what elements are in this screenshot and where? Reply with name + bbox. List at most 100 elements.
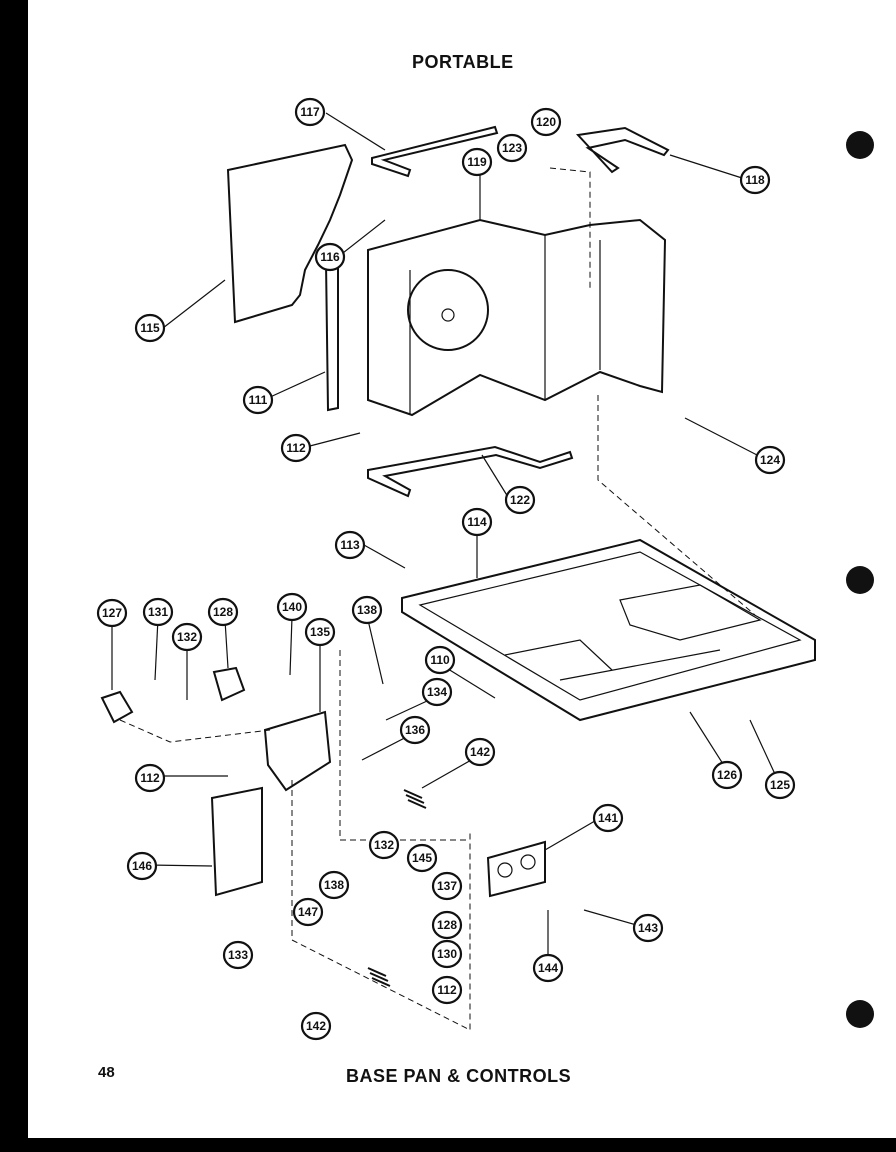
- callout-c146: 146: [126, 851, 158, 881]
- callout-c116: 116: [314, 242, 346, 272]
- bottom-bracket: [367, 445, 574, 498]
- callout-c126: 126: [711, 760, 743, 790]
- binder-hole-middle: [846, 566, 874, 594]
- blower-hub: [441, 308, 455, 322]
- callout-c141: 141: [592, 803, 624, 833]
- callout-c132b: 132: [368, 830, 400, 860]
- callout-label: 130: [437, 947, 457, 961]
- callout-label: 110: [430, 653, 450, 667]
- callout-c119: 119: [461, 147, 493, 177]
- callout-c132a: 132: [171, 622, 203, 652]
- gasket-strip: [324, 256, 339, 412]
- page-number: 48: [98, 1064, 115, 1081]
- callout-c145: 145: [406, 843, 438, 873]
- callout-c110: 110: [424, 645, 456, 675]
- callout-c135: 135: [304, 617, 336, 647]
- guide-line: [291, 780, 471, 1031]
- callout-label: 122: [510, 493, 530, 507]
- callout-c133: 133: [222, 940, 254, 970]
- callout-label: 133: [228, 948, 248, 962]
- callout-label: 112: [437, 983, 457, 997]
- callout-c142a: 142: [464, 737, 496, 767]
- page-title: PORTABLE: [412, 52, 514, 72]
- blower-scroll: [407, 269, 489, 351]
- callout-label: 144: [538, 961, 558, 975]
- control-panel-141: [486, 840, 546, 898]
- callout-label: 117: [300, 105, 320, 119]
- callout-label: 125: [770, 778, 790, 792]
- callout-c124: 124: [754, 445, 786, 475]
- callout-c122: 122: [504, 485, 536, 515]
- callout-label: 135: [310, 625, 330, 639]
- side-bracket: [575, 126, 670, 174]
- guide-line: [119, 719, 271, 743]
- callout-label: 124: [760, 453, 780, 467]
- callout-label: 120: [536, 115, 556, 129]
- callout-c143: 143: [632, 913, 664, 943]
- callout-c112c: 112: [431, 975, 463, 1005]
- guide-line: [339, 650, 470, 841]
- callout-c128b: 128: [431, 910, 463, 940]
- callout-c127: 127: [96, 598, 128, 628]
- spring-142-upper: [403, 789, 427, 809]
- knob-left: [497, 862, 513, 878]
- callout-c142b: 142: [300, 1011, 332, 1041]
- callout-c144: 144: [532, 953, 564, 983]
- callout-c117: 117: [294, 97, 326, 127]
- callout-label: 127: [102, 606, 122, 620]
- callout-label: 132: [177, 630, 197, 644]
- callout-c123: 123: [496, 133, 528, 163]
- callout-label: 140: [282, 600, 302, 614]
- callout-c140: 140: [276, 592, 308, 622]
- callout-label: 137: [437, 879, 457, 893]
- callout-c128a: 128: [207, 597, 239, 627]
- base-pan-bracket: [619, 584, 762, 641]
- callout-c137: 137: [431, 871, 463, 901]
- callout-c138a: 138: [351, 595, 383, 625]
- callout-c147: 147: [292, 897, 324, 927]
- callout-c118: 118: [739, 165, 771, 195]
- callout-c136: 136: [399, 715, 431, 745]
- callout-c115: 115: [134, 313, 166, 343]
- callout-label: 142: [306, 1019, 326, 1033]
- callout-label: 141: [598, 811, 618, 825]
- leader-lines: [111, 112, 781, 958]
- callout-label: 128: [213, 605, 233, 619]
- callout-c114: 114: [461, 507, 493, 537]
- callout-c125: 125: [764, 770, 796, 800]
- binder-hole-top: [846, 131, 874, 159]
- callout-label: 112: [286, 441, 306, 455]
- callout-c130: 130: [431, 939, 463, 969]
- callout-c134: 134: [421, 677, 453, 707]
- callout-label: 112: [140, 771, 160, 785]
- callout-label: 132: [374, 838, 394, 852]
- callout-label: 136: [405, 723, 425, 737]
- callout-label: 115: [140, 321, 160, 335]
- callout-c112a: 112: [280, 433, 312, 463]
- guide-line: [597, 395, 756, 616]
- housing-inner-edge: [409, 235, 601, 415]
- callout-label: 118: [745, 173, 765, 187]
- callout-label: 131: [148, 605, 168, 619]
- knob-right: [520, 854, 536, 870]
- callout-c120: 120: [530, 107, 562, 137]
- callout-label: 146: [132, 859, 152, 873]
- switch-127: [100, 690, 134, 724]
- callout-label: 113: [340, 538, 360, 552]
- callout-label: 123: [502, 141, 522, 155]
- callout-label: 138: [357, 603, 377, 617]
- callout-c111: 111: [242, 385, 274, 415]
- callout-label: 114: [467, 515, 487, 529]
- base-pan-floor: [418, 551, 802, 701]
- callout-label: 119: [467, 155, 487, 169]
- base-pan: [401, 538, 816, 722]
- callout-c131: 131: [142, 597, 174, 627]
- callout-label: 147: [298, 905, 318, 919]
- callout-label: 134: [427, 685, 447, 699]
- insulation-panel: [226, 143, 354, 324]
- cover-plate: [210, 786, 263, 897]
- callout-label: 126: [717, 768, 737, 782]
- blower-housing: [367, 218, 667, 417]
- callout-label: 143: [638, 921, 658, 935]
